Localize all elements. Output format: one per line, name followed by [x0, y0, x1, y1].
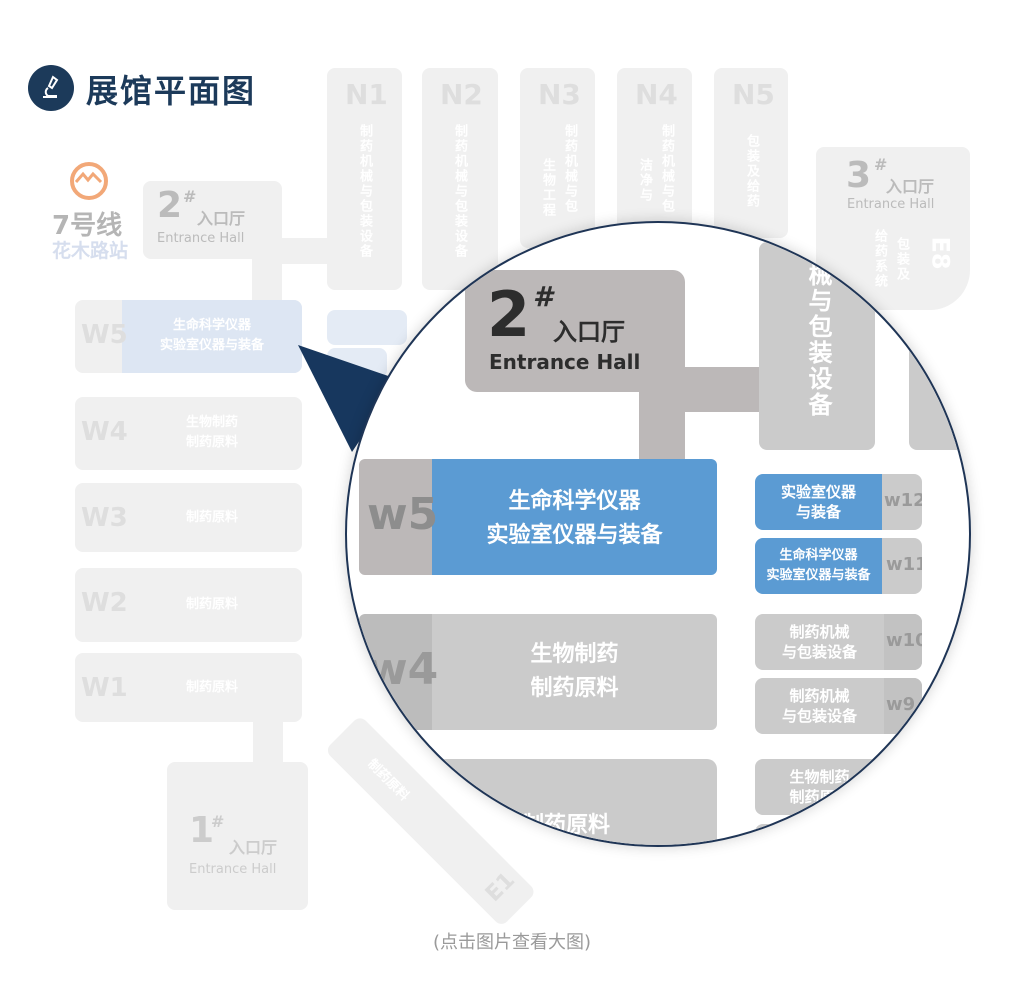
- corridor: [252, 255, 282, 305]
- corridor: [280, 238, 330, 264]
- lens-hall-column[interactable]: [909, 252, 969, 450]
- lens-hall-bottom[interactable]: 制药原料: [402, 759, 717, 845]
- metro-wave-icon: [74, 171, 103, 184]
- hall-n2[interactable]: N2 制药机械与包装设备: [422, 68, 498, 290]
- lens-hall-w12[interactable]: 实验室仪器与装备 w12: [755, 474, 922, 530]
- hall-w1[interactable]: W1 制药原料: [75, 653, 302, 722]
- view-large-caption[interactable]: (点击图片查看大图): [432, 932, 592, 953]
- title-icon: [28, 65, 74, 111]
- metro-line: 7号线: [52, 211, 123, 241]
- corridor: [253, 720, 283, 770]
- corridor: [682, 367, 762, 412]
- hall-n4[interactable]: N4 制药机械与包 洁净与: [617, 68, 692, 238]
- metro-icon: [70, 162, 108, 200]
- metro-station: 花木路站: [52, 240, 129, 262]
- entrance-2[interactable]: 2 # 入口厅 Entrance Hall: [143, 181, 282, 259]
- small-hall[interactable]: [327, 310, 407, 345]
- hall-w5[interactable]: W5 生命科学仪器实验室仪器与装备: [75, 300, 302, 373]
- lens-hall-w4[interactable]: w4 生物制药制药原料: [359, 614, 717, 730]
- hall-n5[interactable]: N5 包装及给药: [714, 68, 788, 238]
- magnifier-lens[interactable]: 2 # 入口厅 Entrance Hall 械与包装设备 w5 生命科学仪器实验…: [345, 221, 971, 847]
- lens-hall-w10[interactable]: 制药机械与包装设备 w10: [755, 614, 922, 670]
- lens-hall-w9[interactable]: 制药机械与包装设备 w9: [755, 678, 922, 734]
- hall-w4[interactable]: W4 生物制药制药原料: [75, 397, 302, 470]
- hall-w3[interactable]: W3 制药原料: [75, 483, 302, 552]
- hall-w2[interactable]: W2 制药原料: [75, 568, 302, 642]
- lens-hall-w8[interactable]: 生物制药制药原料: [755, 759, 922, 815]
- lens-hall-w7[interactable]: [755, 824, 922, 845]
- hall-n1[interactable]: N1 制药机械与包装设备: [327, 68, 402, 290]
- lens-hall-w5[interactable]: w5 生命科学仪器实验室仪器与装备: [359, 459, 717, 575]
- hall-n3[interactable]: N3 制药机械与包 生物工程: [520, 68, 595, 248]
- lens-hall-column[interactable]: 械与包装设备: [759, 242, 875, 450]
- page-title: 展馆平面图: [86, 72, 257, 110]
- corridor: [639, 382, 685, 467]
- lens-entrance-2[interactable]: 2 # 入口厅 Entrance Hall: [465, 270, 685, 392]
- entrance-1[interactable]: 1 # 入口厅 Entrance Hall: [167, 762, 308, 910]
